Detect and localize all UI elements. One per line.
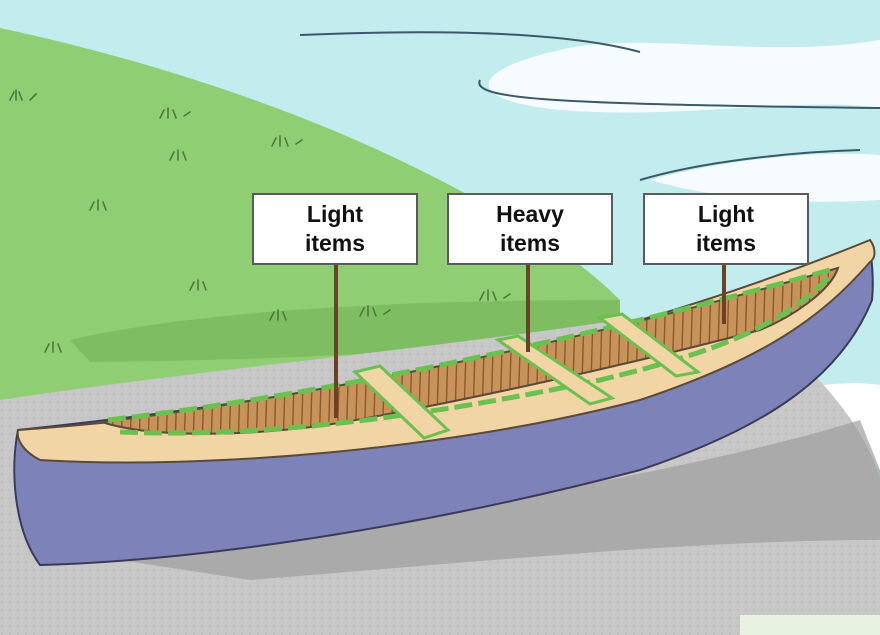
grass-tufts bbox=[9, 89, 511, 353]
wave-line bbox=[478, 79, 880, 109]
wave-line bbox=[639, 149, 861, 181]
wave-line bbox=[299, 31, 641, 53]
trim-bottom bbox=[119, 274, 832, 436]
label-left-text: Light items bbox=[304, 201, 366, 256]
trim-top bbox=[107, 267, 831, 423]
label-sign-right: Light items bbox=[643, 193, 809, 265]
corner-strip bbox=[740, 615, 880, 635]
thwarts bbox=[351, 312, 702, 440]
label-middle-text: Heavy items bbox=[496, 201, 564, 256]
foam-top bbox=[0, 0, 880, 113]
foam-right bbox=[650, 153, 880, 202]
canoe-interior-edge bbox=[101, 266, 840, 435]
label-sign-left: Light items bbox=[252, 193, 418, 265]
grass-shadow bbox=[70, 300, 620, 362]
label-sign-middle: Heavy items bbox=[447, 193, 613, 265]
sign-posts bbox=[334, 262, 726, 418]
label-right-text: Light items bbox=[695, 201, 757, 256]
canoe-shadow bbox=[120, 420, 880, 580]
